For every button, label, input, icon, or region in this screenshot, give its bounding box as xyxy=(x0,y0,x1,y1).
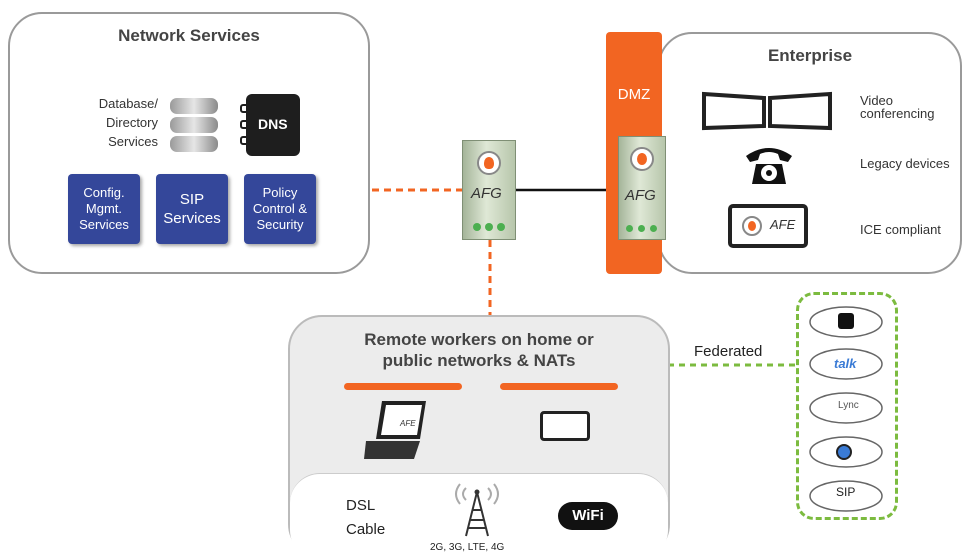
dns-icon: DNS xyxy=(240,94,300,156)
database-icon xyxy=(170,98,218,152)
afg-center-label: AFG xyxy=(471,185,502,202)
facetime-icon xyxy=(836,444,852,460)
dsl-cable-label: DSL Cable xyxy=(346,497,386,538)
dmz-label: DMZ xyxy=(617,86,651,103)
afe-device-icon: AFE xyxy=(728,204,808,248)
dns-label: DNS xyxy=(258,116,288,132)
legacy-devices-label: Legacy devices xyxy=(860,156,950,171)
afg-dmz-logo-icon xyxy=(630,147,654,171)
cell-tower-icon xyxy=(455,483,499,537)
cloud-sip xyxy=(809,480,883,512)
mobile-label: 2G, 3G, LTE, 4G xyxy=(430,542,505,553)
wifi-label: WiFi xyxy=(572,507,604,524)
lync-label: Lync xyxy=(838,400,859,411)
cloud-facetime xyxy=(809,436,883,468)
sip-cloud-label: SIP xyxy=(836,485,856,499)
enterprise-title: Enterprise xyxy=(767,46,853,65)
sip-services-box: SIP Services xyxy=(156,174,228,244)
talk-label: talk xyxy=(834,356,857,371)
afe-label: AFE xyxy=(770,217,796,232)
cloud-blackberry xyxy=(809,306,883,338)
afg-server-dmz: AFG xyxy=(618,136,666,240)
video-conferencing-icon xyxy=(702,91,832,131)
config-mgmt-services-box: Config. Mgmt. Services xyxy=(68,174,140,244)
wifi-icon: WiFi xyxy=(558,502,618,530)
db-directory-label: Database/ Directory Services xyxy=(98,96,158,149)
network-services-panel: Network Services Database/ Directory Ser… xyxy=(8,12,370,274)
federated-services-panel xyxy=(796,292,898,520)
network-services-title: Network Services xyxy=(118,26,260,45)
remote-workers-title: Remote workers on home or public network… xyxy=(364,330,594,370)
policy-control-security-box: Policy Control & Security xyxy=(244,174,316,244)
orange-bar-left xyxy=(344,383,462,390)
ice-compliant-label: ICE compliant xyxy=(860,222,941,237)
remote-workers-panel: Remote workers on home or public network… xyxy=(288,315,670,560)
cloud-talk xyxy=(809,348,883,380)
federated-label: Federated xyxy=(694,343,763,360)
federated-clouds xyxy=(809,306,883,512)
tablet-icon xyxy=(540,411,590,441)
laptop-afe-label: AFE xyxy=(400,419,416,428)
cloud-lync xyxy=(809,392,883,424)
orange-bar-right xyxy=(500,383,618,390)
access-networks-box: DSL Cable 2G, 3G, LTE, 4G WiFi xyxy=(290,473,668,560)
afg-server-center: AFG xyxy=(462,140,516,240)
video-conferencing-label: Video conferencing xyxy=(860,93,935,121)
phone-icon xyxy=(746,148,792,184)
afg-logo-icon xyxy=(477,151,501,175)
afg-dmz-label: AFG xyxy=(625,187,656,204)
laptop-icon xyxy=(364,401,426,459)
blackberry-icon xyxy=(838,313,854,329)
enterprise-panel: Enterprise Video conferencing Legacy dev… xyxy=(658,32,962,274)
